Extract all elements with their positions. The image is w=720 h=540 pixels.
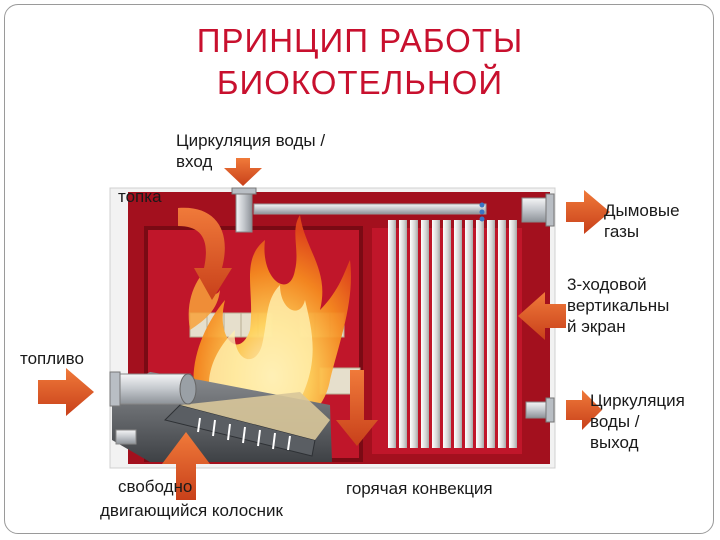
water-outlet-pipe bbox=[525, 397, 555, 423]
label-water-out: Циркуляция воды / выход bbox=[590, 391, 685, 452]
flue-gas-arrow bbox=[566, 190, 610, 234]
label-screen: 3-ходовой вертикальны й экран bbox=[567, 275, 670, 336]
label-grate-2: двигающийся колосник bbox=[100, 501, 283, 520]
furnace-arrow bbox=[178, 207, 232, 300]
water-in-arrow bbox=[224, 158, 262, 186]
label-fuel: топливо bbox=[20, 349, 84, 368]
drain-pipe bbox=[115, 429, 137, 445]
title-line-2: БИОКОТЕЛЬНОЙ bbox=[216, 64, 504, 101]
convection-arrow bbox=[336, 370, 378, 446]
title-line-1: ПРИНЦИП РАБОТЫ bbox=[196, 22, 524, 59]
convection-tubes bbox=[372, 220, 522, 454]
label-flue-gas: Дымовые газы bbox=[604, 201, 680, 241]
fuel-inlet-pipe bbox=[109, 371, 197, 407]
fuel-arrow bbox=[38, 368, 94, 416]
screen-arrow bbox=[518, 292, 566, 340]
grate-arrow bbox=[162, 432, 210, 500]
slide-title: ПРИНЦИП РАБОТЫ БИОКОТЕЛЬНОЙ bbox=[170, 20, 550, 104]
label-water-in: Циркуляция воды / вход bbox=[176, 131, 326, 171]
water-drops bbox=[479, 202, 485, 222]
label-furnace: топка bbox=[118, 187, 162, 206]
slide-frame bbox=[4, 4, 714, 534]
water-inlet-pipe bbox=[231, 187, 487, 233]
label-grate-1: свободно bbox=[118, 477, 193, 496]
flames bbox=[188, 215, 351, 430]
water-out-arrow bbox=[566, 390, 602, 430]
flue-gas-outlet bbox=[521, 193, 555, 227]
label-convection: горячая конвекция bbox=[346, 479, 493, 498]
